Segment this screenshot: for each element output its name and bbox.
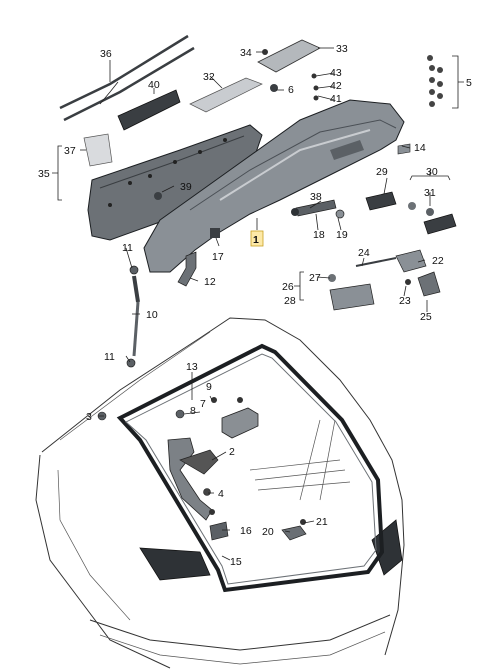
callout-30: 30	[426, 166, 438, 178]
callout-15: 15	[230, 556, 242, 568]
callout-33: 33	[336, 43, 348, 55]
callout-40: 40	[148, 79, 160, 91]
car-body	[35, 317, 405, 669]
callout-1: 1	[253, 234, 259, 246]
callout-38: 38	[310, 191, 322, 203]
trim-strips	[59, 34, 195, 122]
callout-29: 29	[376, 166, 388, 178]
callout-31: 31	[424, 187, 436, 199]
callout-22: 22	[432, 255, 444, 267]
callout-39: 39	[180, 181, 192, 193]
tailgate-seal	[116, 343, 385, 593]
callout-14: 14	[414, 142, 426, 154]
right-parts	[328, 143, 457, 311]
callout-labels: 1 2 3 4 5 6 7 8 9 10 11 11 12 13 14 15 1…	[38, 43, 472, 568]
callout-12: 12	[204, 276, 216, 288]
fastener-set	[427, 55, 443, 107]
callout-16: 16	[240, 525, 252, 537]
callout-4: 4	[218, 488, 224, 500]
callout-21: 21	[316, 516, 328, 528]
callout-18: 18	[313, 229, 325, 241]
callout-13: 13	[186, 361, 198, 373]
small-parts-lower	[209, 509, 307, 541]
callout-34: 34	[240, 47, 252, 59]
leader-lines	[52, 47, 464, 561]
callout-25: 25	[420, 311, 432, 323]
tailgate-main	[143, 99, 405, 287]
callout-8: 8	[190, 405, 196, 417]
callout-3: 3	[86, 411, 92, 423]
callout-17: 17	[212, 251, 224, 263]
callout-32: 32	[203, 71, 215, 83]
latch-assembly	[97, 397, 259, 521]
callout-11-upper: 11	[122, 242, 133, 254]
callout-2: 2	[229, 446, 235, 458]
callout-36: 36	[100, 48, 112, 60]
callout-11-lower: 11	[104, 351, 115, 363]
callout-20: 20	[262, 526, 274, 538]
tail-light-right	[371, 519, 403, 576]
callout-24: 24	[358, 247, 370, 259]
callout-10: 10	[146, 309, 158, 321]
callout-43: 43	[330, 67, 342, 79]
callout-27: 27	[309, 272, 321, 284]
tail-light-left	[139, 547, 211, 581]
callout-26: 26	[282, 281, 294, 293]
callout-5: 5	[466, 77, 472, 89]
callout-35: 35	[38, 168, 50, 180]
callout-42: 42	[330, 80, 342, 92]
callout-9: 9	[206, 381, 212, 393]
callout-19: 19	[336, 229, 348, 241]
callout-28: 28	[284, 295, 296, 307]
callout-23: 23	[399, 295, 411, 307]
callout-6: 6	[288, 84, 294, 96]
highlight-box-1	[250, 230, 264, 247]
callout-37: 37	[64, 145, 76, 157]
callout-7: 7	[200, 398, 206, 410]
gas-strut	[126, 265, 140, 368]
callout-41: 41	[330, 93, 342, 105]
